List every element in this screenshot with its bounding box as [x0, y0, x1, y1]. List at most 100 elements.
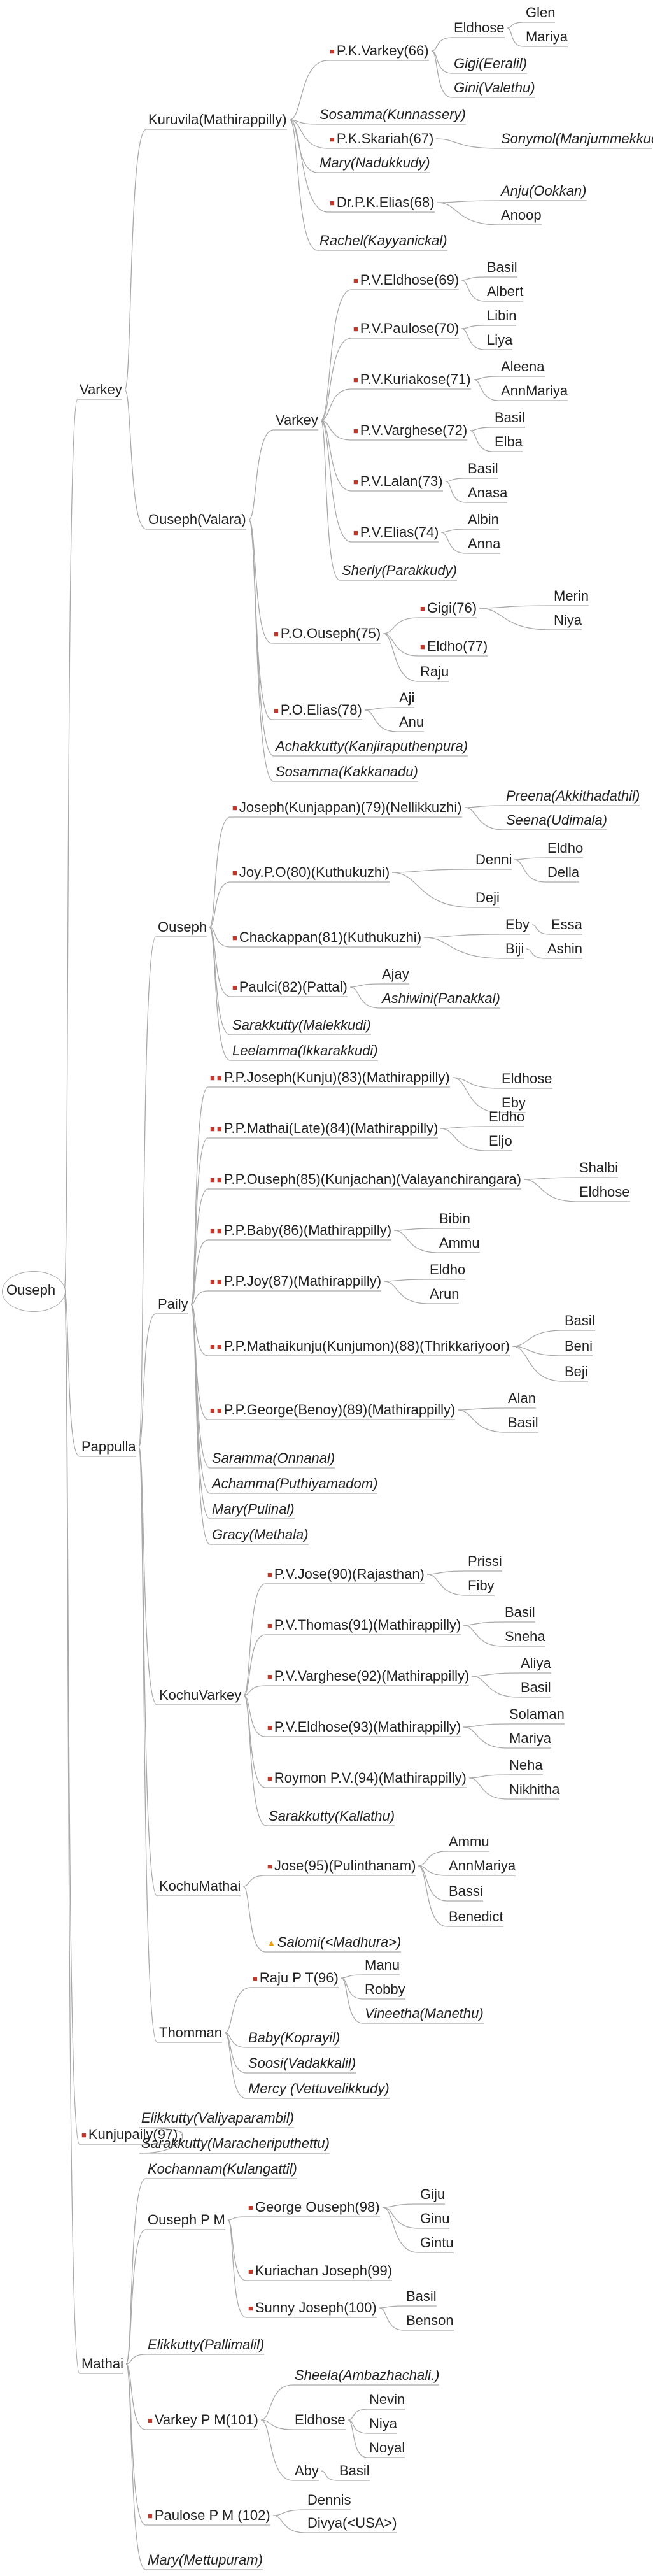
- node-p-k-varkey-66[interactable]: ■P.K.Varkey(66): [330, 42, 429, 60]
- node-joy-p-o-80-kuthukuzhi[interactable]: ■Joy.P.O(80)(Kuthukuzhi): [232, 864, 390, 882]
- node-aby[interactable]: Aby: [295, 2462, 319, 2480]
- node-preena-akkithadathil[interactable]: Preena(Akkithadathil): [506, 787, 640, 805]
- node-p-v-lalan-73[interactable]: ■P.V.Lalan(73): [353, 473, 443, 491]
- node-kochuvarkey[interactable]: KochuVarkey: [159, 1686, 241, 1704]
- node-p-v-eldhose-69[interactable]: ■P.V.Eldhose(69): [353, 271, 459, 290]
- node-achamma-puthiyamadom[interactable]: Achamma(Puthiyamadom): [212, 1475, 377, 1493]
- node-basil[interactable]: Basil: [406, 2288, 437, 2305]
- node-seena-udimala[interactable]: Seena(Udimala): [506, 811, 607, 829]
- node-rachel-kayyanickal[interactable]: Rachel(Kayyanickal): [319, 232, 447, 250]
- node-alan[interactable]: Alan: [508, 1390, 536, 1407]
- node-mary-mettupuram[interactable]: Mary(Mettupuram): [148, 2551, 263, 2569]
- node-sunny-joseph-100[interactable]: ■Sunny Joseph(100): [248, 2299, 377, 2317]
- node-basil[interactable]: Basil: [468, 460, 498, 478]
- node-mariya[interactable]: Mariya: [526, 28, 568, 46]
- node-thomman[interactable]: Thomman: [159, 2024, 222, 2042]
- node-gintu[interactable]: Gintu: [420, 2234, 454, 2252]
- node-eldhose[interactable]: Eldhose: [579, 1183, 630, 1201]
- node-neha[interactable]: Neha: [509, 1756, 543, 1774]
- node-aji[interactable]: Aji: [399, 689, 414, 707]
- node-liya[interactable]: Liya: [487, 331, 512, 349]
- node-eljo[interactable]: Eljo: [489, 1132, 512, 1150]
- node-ouseph-p-m[interactable]: Ouseph P M: [148, 2211, 225, 2229]
- node-joseph-kunjappan-79-nellikkuzhi[interactable]: ■Joseph(Kunjappan)(79)(Nellikkuzhi): [232, 799, 462, 817]
- node-kunjupaily-97[interactable]: ■Kunjupaily(97): [81, 2126, 178, 2144]
- node-varkey[interactable]: Varkey: [80, 381, 122, 399]
- node-sonymol-manjummekkudy[interactable]: Sonymol(Manjummekkudy): [501, 130, 653, 148]
- node-mathai[interactable]: Mathai: [81, 2355, 123, 2373]
- node-dennis[interactable]: Dennis: [307, 2491, 351, 2509]
- node-kuriachan-joseph-99[interactable]: ■Kuriachan Joseph(99): [248, 2262, 392, 2281]
- node-arun[interactable]: Arun: [430, 1285, 459, 1303]
- node-bassi[interactable]: Bassi: [449, 1882, 483, 1900]
- node-eby[interactable]: Eby: [502, 1094, 526, 1112]
- node-basil[interactable]: Basil: [505, 1604, 535, 1621]
- node-p-v-kuriakose-71[interactable]: ■P.V.Kuriakose(71): [353, 371, 471, 389]
- node-eby[interactable]: Eby: [505, 916, 530, 934]
- node-sheela-ambazhachali[interactable]: Sheela(Ambazhachali.): [295, 2366, 439, 2384]
- node-della[interactable]: Della: [547, 864, 579, 881]
- node-annmariya[interactable]: AnnMariya: [501, 382, 568, 400]
- node-sosamma-kunnassery[interactable]: Sosamma(Kunnassery): [319, 106, 466, 124]
- node-denni[interactable]: Denni: [475, 851, 512, 869]
- node-biji[interactable]: Biji: [505, 940, 524, 958]
- node-p-p-joy-87-mathirappilly[interactable]: ■■P.P.Joy(87)(Mathirappilly): [210, 1272, 381, 1291]
- node-paulose-p-m-102[interactable]: ■Paulose P M (102): [148, 2507, 270, 2525]
- node-gigi-76[interactable]: ■Gigi(76): [420, 599, 477, 618]
- node-vineetha-manethu[interactable]: Vineetha(Manethu): [365, 2005, 484, 2023]
- node-basil[interactable]: Basil: [508, 1414, 538, 1432]
- node-mariya[interactable]: Mariya: [509, 1730, 551, 1747]
- node-sarakkutty-malekkudi[interactable]: Sarakkutty(Malekkudi): [232, 1016, 371, 1034]
- node-p-p-joseph-kunju-83-mathirappilly[interactable]: ■■P.P.Joseph(Kunju)(83)(Mathirappilly): [210, 1069, 450, 1087]
- node-kochannam-kulangattil[interactable]: Kochannam(Kulangattil): [148, 2160, 297, 2178]
- node-nevin[interactable]: Nevin: [369, 2391, 405, 2409]
- node-eldho[interactable]: Eldho: [489, 1108, 524, 1126]
- node-achakkutty-kanjiraputhenpura[interactable]: Achakkutty(Kanjiraputhenpura): [276, 737, 468, 755]
- node-p-o-ouseph-75[interactable]: ■P.O.Ouseph(75): [274, 625, 381, 643]
- node-ashin[interactable]: Ashin: [547, 940, 582, 958]
- node-kuruvila-mathirappilly[interactable]: Kuruvila(Mathirappilly): [148, 111, 287, 129]
- node-fiby[interactable]: Fiby: [468, 1577, 495, 1595]
- node-sherly-parakkudy[interactable]: Sherly(Parakkudy): [342, 562, 457, 580]
- node-robby[interactable]: Robby: [365, 1981, 405, 1998]
- node-aleena[interactable]: Aleena: [501, 358, 545, 376]
- node-p-v-varghese-72[interactable]: ■P.V.Varghese(72): [353, 422, 467, 440]
- node-ashiwini-panakkal[interactable]: Ashiwini(Panakkal): [382, 990, 500, 1007]
- node-eldho-77[interactable]: ■Eldho(77): [420, 637, 488, 656]
- node-p-p-baby-86-mathirappilly[interactable]: ■■P.P.Baby(86)(Mathirappilly): [210, 1221, 391, 1240]
- node-p-k-skariah-67[interactable]: ■P.K.Skariah(67): [330, 130, 433, 148]
- node-basil[interactable]: Basil: [521, 1679, 551, 1697]
- node-p-p-mathai-late-84-mathirappilly[interactable]: ■■P.P.Mathai(Late)(84)(Mathirappilly): [210, 1120, 438, 1138]
- node-eldho[interactable]: Eldho: [430, 1261, 465, 1279]
- node-basil[interactable]: Basil: [339, 2462, 370, 2480]
- node-raju[interactable]: Raju: [420, 663, 449, 681]
- node-aliya[interactable]: Aliya: [521, 1654, 551, 1672]
- node-annmariya[interactable]: AnnMariya: [449, 1857, 516, 1875]
- node-sarakkutty-maracheriputhettu[interactable]: Sarakkutty(Maracheriputhettu): [141, 2135, 330, 2153]
- node-noyal[interactable]: Noyal: [369, 2439, 405, 2457]
- node-roymon-p-v-94-mathirappilly[interactable]: ■Roymon P.V.(94)(Mathirappilly): [267, 1769, 467, 1788]
- node-p-p-mathaikunju-kunjumon-88-thrikkariyoor[interactable]: ■■P.P.Mathaikunju(Kunjumon)(88)(Thrikkar…: [210, 1337, 510, 1356]
- node-ammu[interactable]: Ammu: [439, 1234, 480, 1252]
- node-george-ouseph-98[interactable]: ■George Ouseph(98): [248, 2198, 380, 2217]
- node-salomi-madhura[interactable]: ▲Salomi(<Madhura>): [267, 1933, 401, 1952]
- node-anoop[interactable]: Anoop: [501, 206, 542, 224]
- node-soosi-vadakkalil[interactable]: Soosi(Vadakkalil): [248, 2054, 356, 2072]
- node-basil[interactable]: Basil: [565, 1312, 595, 1330]
- node-jose-95-pulinthanam[interactable]: ■Jose(95)(Pulinthanam): [267, 1857, 416, 1875]
- node-paily[interactable]: Paily: [158, 1295, 188, 1313]
- node-basil[interactable]: Basil: [487, 259, 517, 276]
- node-ajay[interactable]: Ajay: [382, 965, 409, 983]
- node-chackappan-81-kuthukuzhi[interactable]: ■Chackappan(81)(Kuthukuzhi): [232, 929, 421, 947]
- node-albin[interactable]: Albin: [468, 511, 499, 529]
- node-dr-p-k-elias-68[interactable]: ■Dr.P.K.Elias(68): [330, 194, 435, 212]
- node-eldhose[interactable]: Eldhose: [454, 19, 505, 37]
- node-eldhose[interactable]: Eldhose: [502, 1070, 552, 1088]
- node-elikkutty-pallimalil[interactable]: Elikkutty(Pallimalil): [148, 2336, 264, 2354]
- node-nikhitha[interactable]: Nikhitha: [509, 1781, 559, 1798]
- node-anu[interactable]: Anu: [399, 713, 424, 731]
- node-p-o-elias-78[interactable]: ■P.O.Elias(78): [274, 701, 362, 720]
- node-paulci-82-pattal[interactable]: ■Paulci(82)(Pattal): [232, 978, 348, 997]
- node-bibin[interactable]: Bibin: [439, 1210, 470, 1228]
- node-benson[interactable]: Benson: [406, 2312, 454, 2330]
